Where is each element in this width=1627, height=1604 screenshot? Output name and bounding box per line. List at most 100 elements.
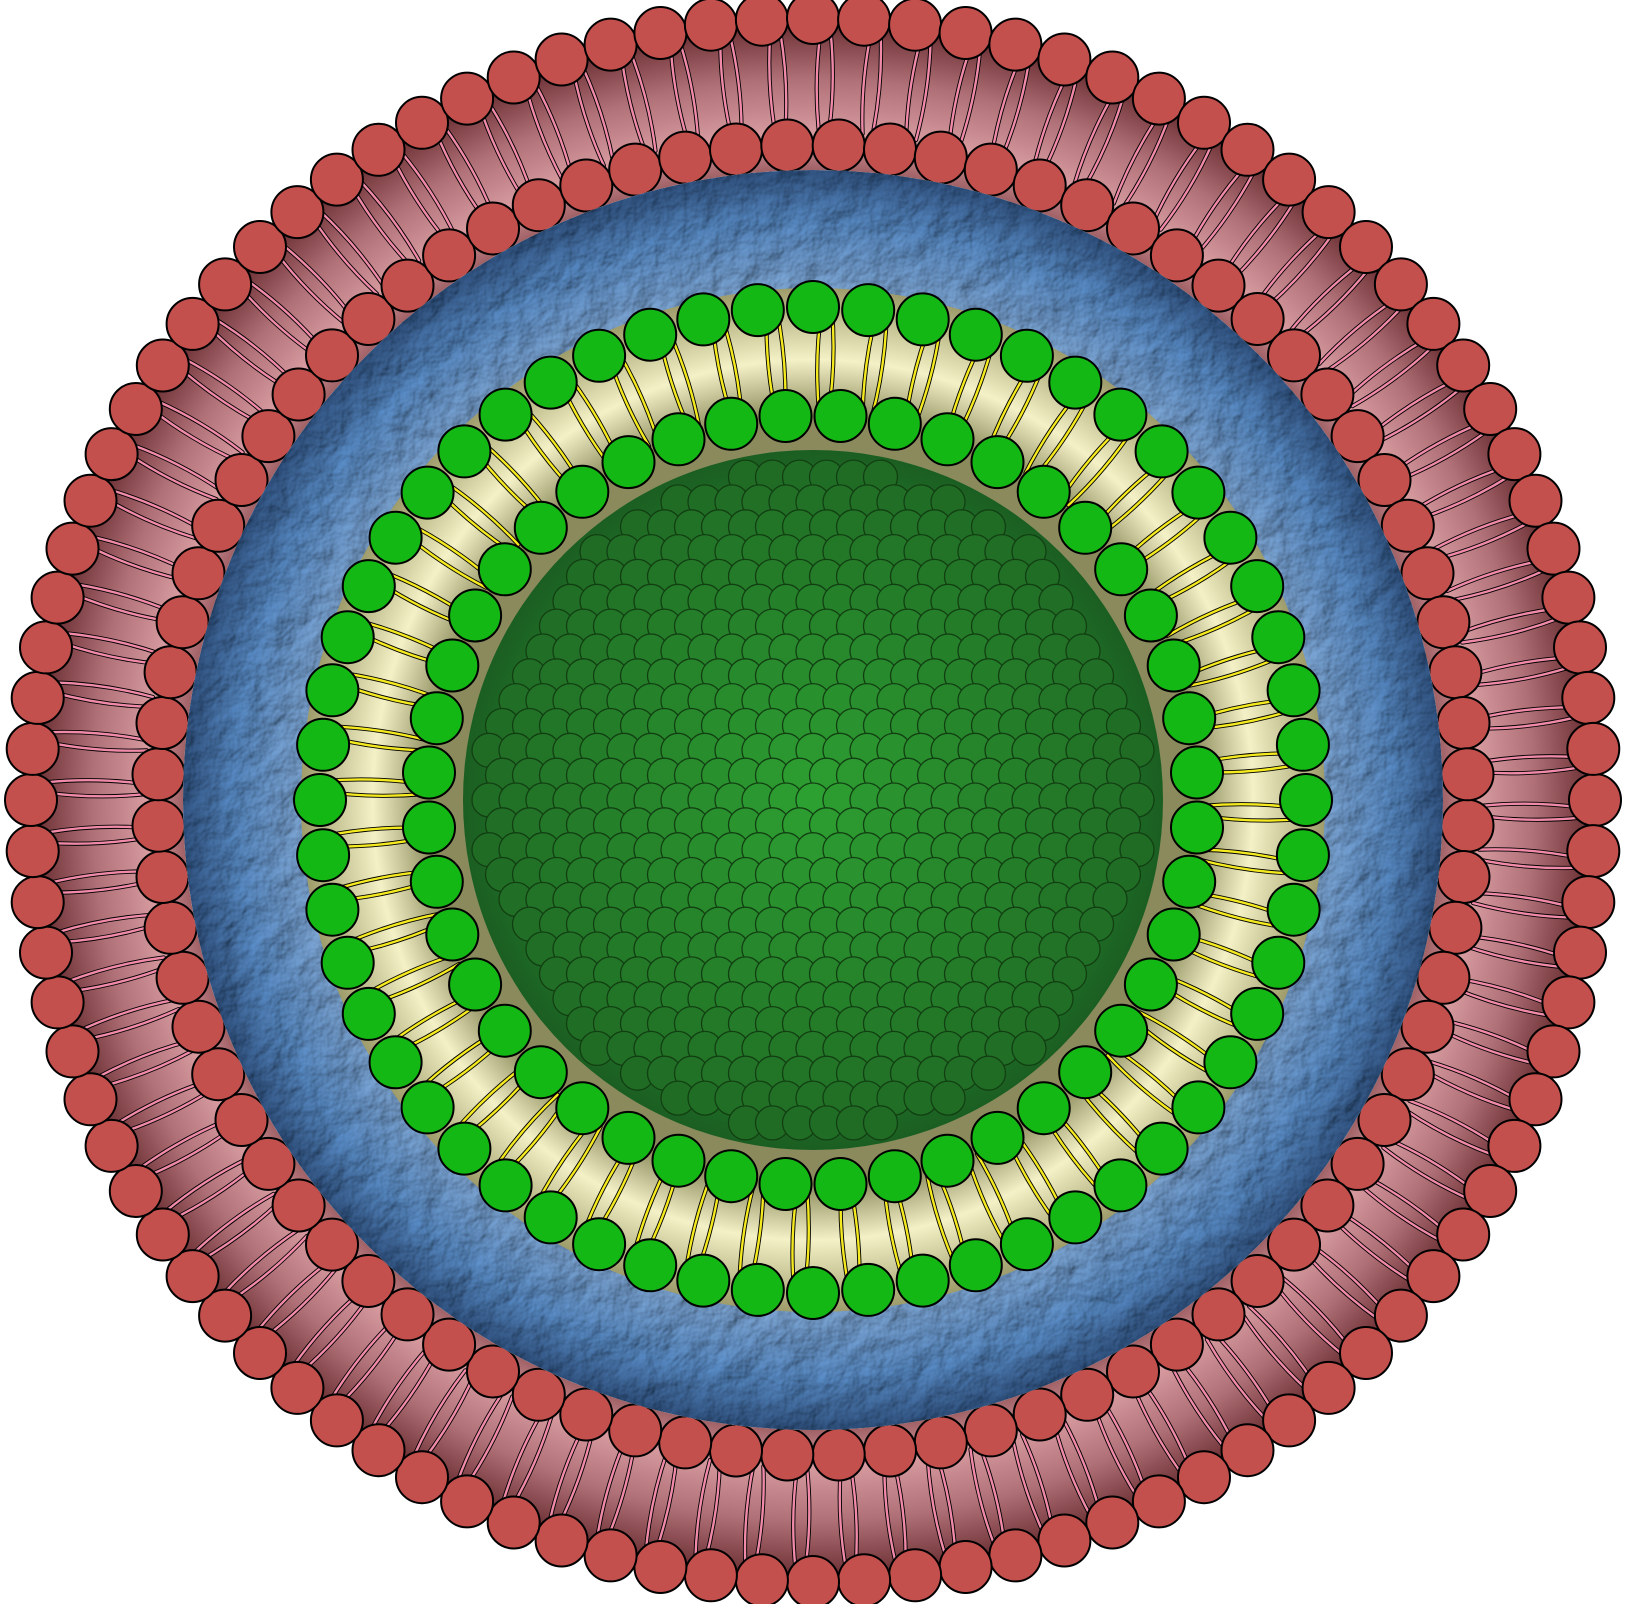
outer-leaflet-head [309,152,364,207]
inner-leaflet-head [466,1344,520,1399]
inner-leaflet-head [1330,1136,1385,1191]
inner-bilayer-outer-head [1266,882,1321,937]
outer-leaflet-head [988,17,1043,72]
inner-bilayer-outer-head [305,882,360,937]
inner-leaflet-head [1380,1047,1435,1102]
outer-leaflet-head [395,95,449,150]
inner-leaflet-head [271,1178,326,1233]
inner-leaflet-head [171,546,226,601]
lipid-tail [1461,617,1561,644]
lipid-tail [630,52,657,152]
inner-bilayer-outer-head [841,283,896,338]
inner-leaflet-head [559,158,614,213]
outer-leaflet-head [633,6,688,60]
outer-leaflet-head [683,0,738,52]
inner-leaflet-head [709,1423,763,1478]
lipid-tail [46,730,149,742]
outer-leaflet-head [1131,1474,1186,1529]
lipid-tail [192,1192,275,1255]
inner-leaflet-head [422,1317,477,1372]
inner-leaflet-head [1428,900,1483,955]
inner-bilayer-inner-head [402,745,456,800]
inner-bilayer-inner-head [867,396,922,451]
inner-leaflet-head [1428,645,1483,700]
inner-bilayer-inner-head [1146,907,1201,962]
outer-leaflet-head [1541,570,1596,625]
inner-leaflet-head [760,118,815,173]
inner-bilayer-outer-head [948,307,1003,362]
outer-leaflet-head [1436,338,1491,393]
core-particle [862,1105,899,1141]
inner-leaflet-head [1330,409,1385,464]
inner-bilayer-outer-head [368,510,423,565]
inner-bilayer-inner-head [1058,1045,1113,1100]
lipid-tail [370,1345,430,1430]
inner-bilayer-outer-head [895,292,950,347]
outer-leaflet-head [1037,32,1092,87]
inner-leaflet-head [1267,328,1321,383]
lipid-tail [1351,345,1434,408]
outer-leaflet-head [1339,220,1393,274]
inner-bilayer-inner-head [425,638,480,693]
inner-leaflet-head [608,142,663,197]
outer-leaflet-head [633,1540,688,1594]
inner-bilayer-outer-head [786,280,840,334]
lipid-tail [1471,901,1574,919]
inner-bilayer-outer-head [478,387,533,442]
lipid-tail [957,49,982,150]
inner-bilayer-inner-head [813,389,868,443]
outer-leaflet-head [30,570,85,625]
inner-leaflet-head [1012,158,1067,213]
inner-leaflet-head [380,1287,435,1342]
outer-leaflet-head [1566,721,1621,776]
inner-leaflet-head [1400,999,1455,1054]
inner-bilayer-outer-head [296,717,351,772]
inner-bilayer-outer-head [1134,1121,1189,1176]
inner-leaflet-head [214,1093,269,1147]
inner-leaflet-head [863,122,917,177]
inner-leaflet-head [191,498,246,553]
outer-leaflet-head [1085,50,1140,105]
outer-leaflet-head [1568,773,1622,827]
outer-leaflet-head [45,521,100,576]
outer-leaflet-head [938,1540,993,1594]
inner-bilayer-outer-head [400,1080,455,1135]
lipid-tail [1011,1436,1045,1534]
inner-leaflet-head [1267,1217,1321,1272]
inner-bilayer-outer-head [437,424,492,479]
inner-leaflet-head [171,999,226,1054]
lipid-tail [679,42,700,144]
inner-bilayer-inner-head [1016,464,1071,519]
outer-leaflet-head [165,1249,220,1304]
inner-bilayer-inner-head [402,800,456,855]
inner-bilayer-inner-head [758,1157,813,1211]
lipid-tail [155,399,244,454]
outer-leaflet-head [938,6,993,60]
inner-leaflet-head [1416,950,1471,1005]
inner-bilayer-outer-head [1048,355,1103,410]
lipid-tail [412,1369,467,1458]
inner-bilayer-inner-head [970,435,1025,490]
outer-leaflet-head [1487,1118,1542,1173]
inner-leaflet-head [1416,595,1471,650]
inner-bilayer-inner-head [1170,800,1224,855]
inner-bilayer-outer-head [341,559,396,614]
outer-leaflet-head [888,1548,943,1603]
inner-bilayer-inner-head [920,412,975,467]
outer-leaflet-head [395,1450,449,1505]
inner-bilayer-inner-head [920,1133,975,1188]
inner-bilayer-inner-head [555,464,610,519]
inner-leaflet-head [709,122,763,177]
outer-leaflet-head [351,122,406,177]
inner-bilayer-outer-head [676,292,731,347]
inner-leaflet-head [131,798,186,853]
inner-leaflet-head [1106,1344,1160,1399]
outer-leaflet-head [1339,1326,1393,1380]
inner-bilayer-outer-head [1171,465,1226,520]
lipid-tail [1324,305,1404,373]
inner-leaflet-head [1440,798,1495,853]
lipid-tail [79,998,177,1032]
inner-leaflet-head [1149,1317,1204,1372]
inner-bilayer-outer-head [1230,986,1285,1041]
inner-leaflet-head [341,292,396,346]
